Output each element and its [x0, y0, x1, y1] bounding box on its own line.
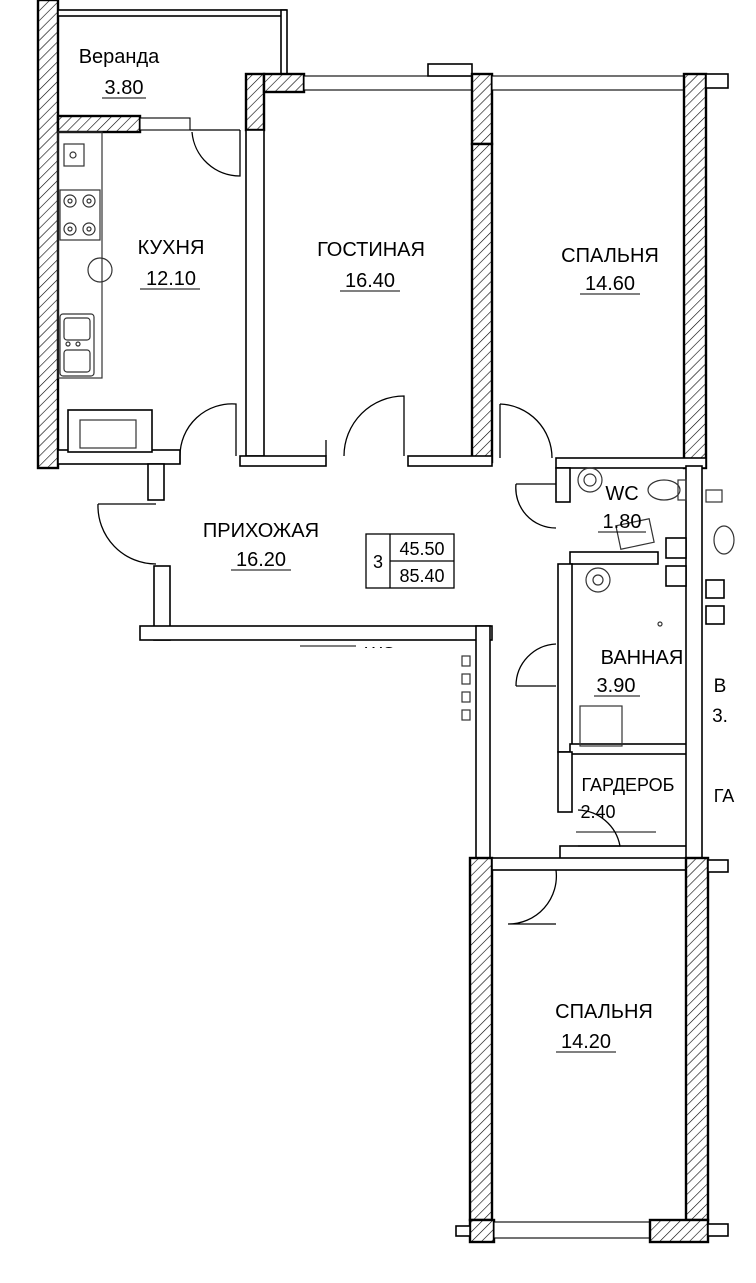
- shaft-1: [665, 537, 687, 559]
- room-area-bedroom1: 14.60: [585, 273, 635, 295]
- neighbour-labels: WC В 3. ГА: [356, 644, 734, 806]
- veranda-door-glass: [139, 117, 191, 131]
- door-wardrobe: [577, 809, 621, 847]
- wall-hall-right-vertical: [475, 625, 491, 867]
- doors: [97, 129, 621, 925]
- room-name-hall: ПРИХОЖАЯ: [203, 520, 319, 542]
- wall-wc-left: [555, 467, 571, 503]
- wall-top-pier-a: [262, 72, 306, 94]
- kitchen-table-icon: [87, 257, 113, 283]
- shower-tray: [579, 705, 623, 747]
- room-area-wardrobe: 2.40: [580, 802, 615, 822]
- wall-service-right: [685, 465, 703, 861]
- bath-washbasin-icon: [585, 567, 611, 593]
- wall-left-facade: [36, 0, 60, 470]
- room-name-veranda: Веранда: [79, 46, 160, 68]
- wall-bedroom2-right: [684, 856, 710, 1222]
- fixtures: [57, 131, 735, 747]
- shaft-4: [705, 605, 725, 625]
- radiator-icon: [461, 655, 471, 721]
- wall-right-lower-2: [707, 1223, 729, 1237]
- door-bedroom1: [499, 403, 553, 459]
- door-entrance: [97, 503, 157, 565]
- wall-bedroom2-sill: [455, 1225, 471, 1237]
- door-bedroom2: [507, 869, 558, 925]
- door-bath: [515, 643, 557, 687]
- room-name-wc: WC: [605, 483, 638, 505]
- boiler-box: [615, 518, 655, 550]
- room-name-bedroom2: СПАЛЬНЯ: [555, 1001, 653, 1023]
- wall-hall-bottom: [139, 625, 493, 641]
- wall-hall-top-d: [555, 457, 707, 469]
- neighbour-bath-letter: В: [714, 676, 727, 697]
- wall-wc-bath-left: [557, 563, 573, 753]
- kitchen-counter: [57, 131, 103, 379]
- door-kitchen: [179, 403, 237, 464]
- wall-wc-bottom: [569, 551, 659, 565]
- walls: [36, 0, 729, 1244]
- room-area-bedroom2: 14.20: [561, 1031, 611, 1053]
- shaft-2: [665, 565, 687, 587]
- kitchen-sink-small: [63, 143, 85, 167]
- room-name-living: ГОСТИНАЯ: [317, 239, 425, 261]
- room-area-bath: 3.90: [597, 675, 636, 697]
- room-area-living: 16.40: [345, 270, 395, 292]
- wall-living-bedroom: [470, 142, 494, 464]
- window-bedroom2: [493, 1221, 651, 1239]
- room-area-hall: 16.20: [236, 549, 286, 571]
- wc-washbasin-icon: [577, 467, 603, 493]
- neighbour-wardrobe-label: ГА: [714, 786, 735, 806]
- kitchen-niche: [67, 409, 153, 453]
- kitchen-tap: [69, 151, 77, 159]
- door-wc: [515, 483, 557, 529]
- wall-right-stub: [705, 73, 729, 89]
- bath-drain-icon: [657, 621, 663, 627]
- door-veranda: [190, 129, 241, 177]
- room-area-wc: 1.80: [603, 511, 642, 533]
- wall-wardrobe-left: [557, 751, 573, 813]
- window-sill-living: [427, 63, 473, 77]
- toilet-icon: [647, 479, 687, 501]
- room-area-kitchen: 12.10: [146, 268, 196, 290]
- kitchen-sink-icon: [59, 313, 95, 377]
- wall-hall-top-c: [407, 455, 493, 467]
- wall-bedroom2-left: [468, 856, 494, 1222]
- room-name-bath: ВАННАЯ: [601, 647, 684, 669]
- wall-kitchen-living: [245, 129, 265, 457]
- neighbour-bath-area: 3.: [712, 706, 728, 727]
- stove-icon: [59, 189, 101, 241]
- wall-bedroom2-pier-right: [648, 1218, 710, 1244]
- room-name-bedroom1: СПАЛЬНЯ: [561, 245, 659, 267]
- shaft-3: [705, 579, 725, 599]
- wall-right-lower: [707, 859, 729, 873]
- neighbour-fixture-icon: [705, 489, 735, 555]
- wall-hall-top-b: [239, 455, 327, 467]
- room-name-kitchen: КУХНЯ: [138, 237, 205, 259]
- wall-bedroom2-top: [491, 857, 687, 871]
- appliance-box: [79, 419, 137, 449]
- wall-top-pier-b: [470, 72, 494, 146]
- window-living: [303, 75, 473, 91]
- door-living: [325, 395, 405, 457]
- wall-right-facade-top: [682, 72, 708, 470]
- summary-total-area: 85.40: [399, 566, 444, 586]
- wall-top-left-pier: [244, 72, 266, 132]
- summary-rooms-count: 3: [373, 552, 383, 572]
- window-bedroom1: [491, 75, 685, 91]
- wall-veranda-kitchen: [56, 114, 142, 134]
- summary-living-area: 45.50: [399, 539, 444, 559]
- area-summary: 3 45.50 85.40: [365, 533, 455, 589]
- room-area-veranda: 3.80: [105, 77, 144, 99]
- room-labels: Веранда 3.80 КУХНЯ 12.10 ГОСТИНАЯ 16.40 …: [79, 46, 684, 1053]
- wall-bedroom2-pier-left: [468, 1218, 496, 1244]
- room-name-wardrobe: ГАРДЕРОБ: [582, 775, 675, 795]
- veranda-right-rail: [280, 9, 288, 75]
- wall-entrance-stub: [147, 463, 165, 501]
- veranda-parapet: [57, 9, 287, 17]
